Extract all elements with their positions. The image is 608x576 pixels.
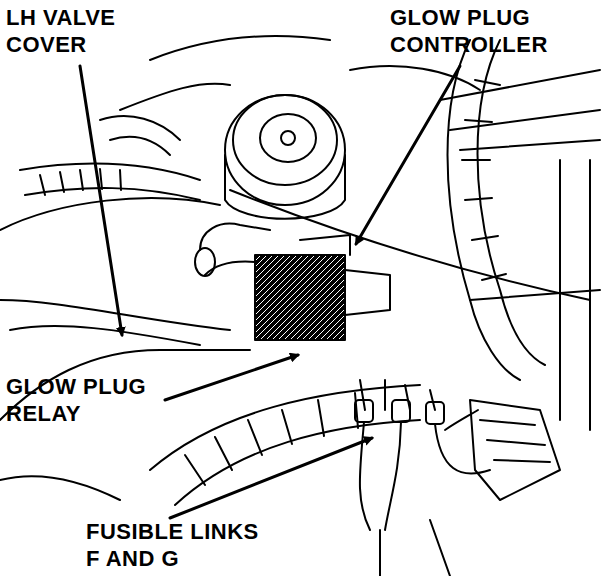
part-label: LH VALVE COVER — [6, 4, 146, 58]
part-label: FUSIBLE LINKS F AND G — [86, 518, 264, 572]
part-label: GLOW PLUG CONTROLLER — [390, 4, 562, 58]
part-label: GLOW PLUG RELAY — [6, 373, 178, 427]
